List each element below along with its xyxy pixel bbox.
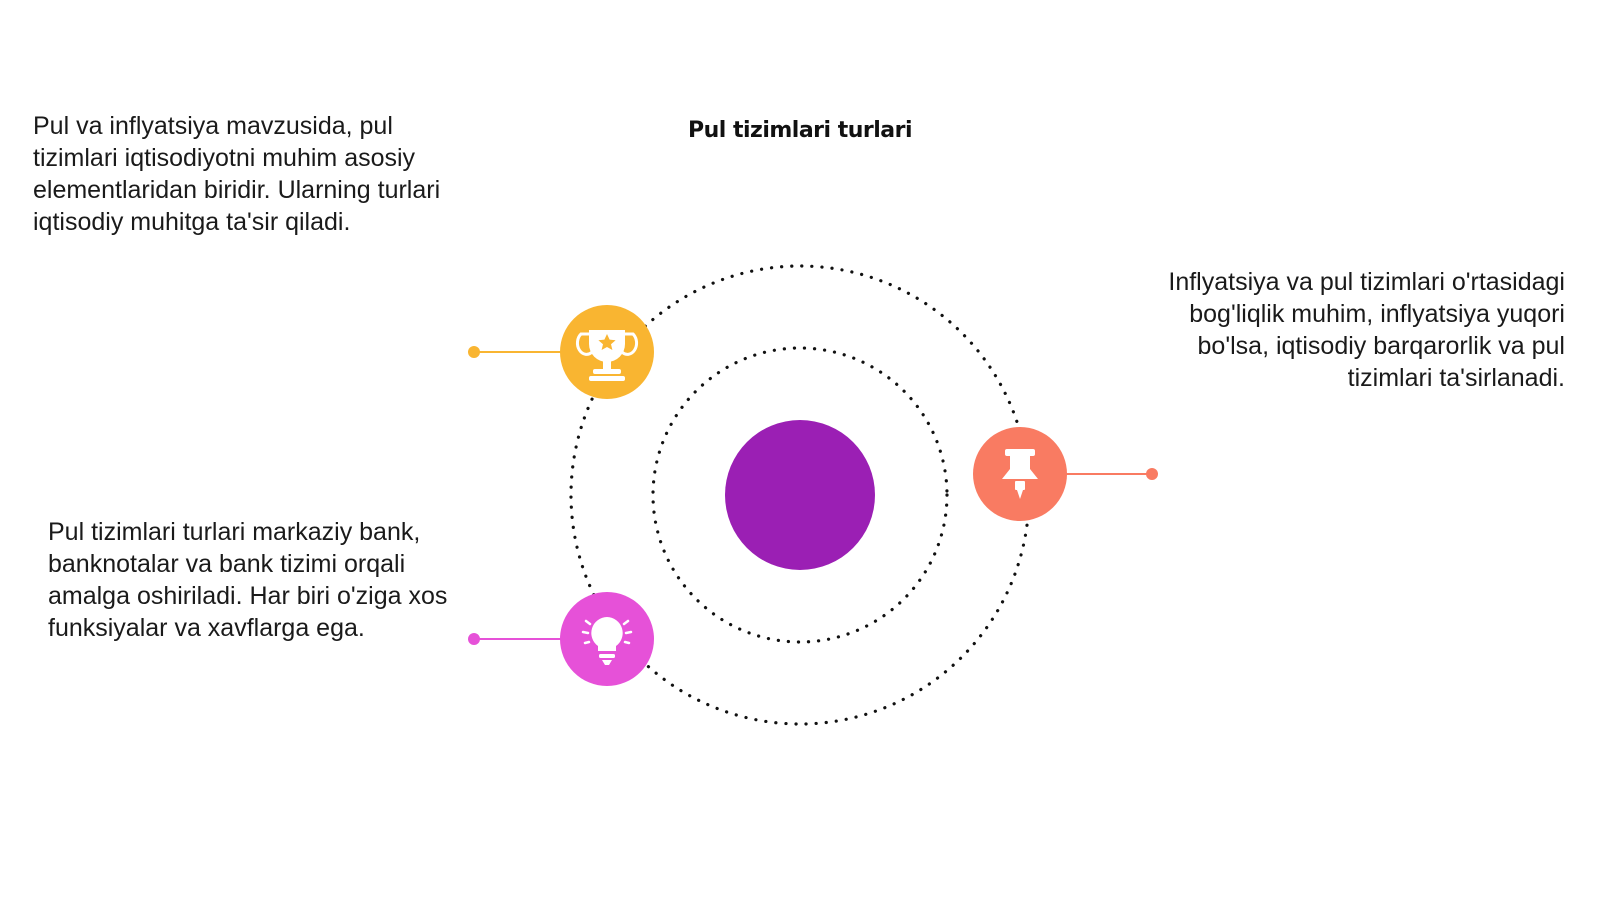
diagram-title: Pul tizimlari turlari [687,118,913,143]
trophy-icon [575,330,639,381]
paragraph-top-left: Pul va inflyatsiya mavzusida, pul tiziml… [33,112,441,236]
node-lightbulb [560,592,654,686]
connector-pushpin [1065,468,1158,480]
pushpin-icon [1002,449,1038,499]
paragraph-bottom-left: Pul tizimlari turlari markaziy bank, ban… [48,518,448,642]
lightbulb-icon [581,617,633,665]
center-circle [725,420,875,570]
node-pushpin [973,427,1067,521]
node-trophy [560,305,654,399]
inner-orbit [651,346,949,644]
connector-trophy [468,346,565,358]
connector-lightbulb [468,633,565,645]
paragraph-right: Inflyatsiya va pul tizimlari o'rtasidagi… [1168,268,1565,392]
